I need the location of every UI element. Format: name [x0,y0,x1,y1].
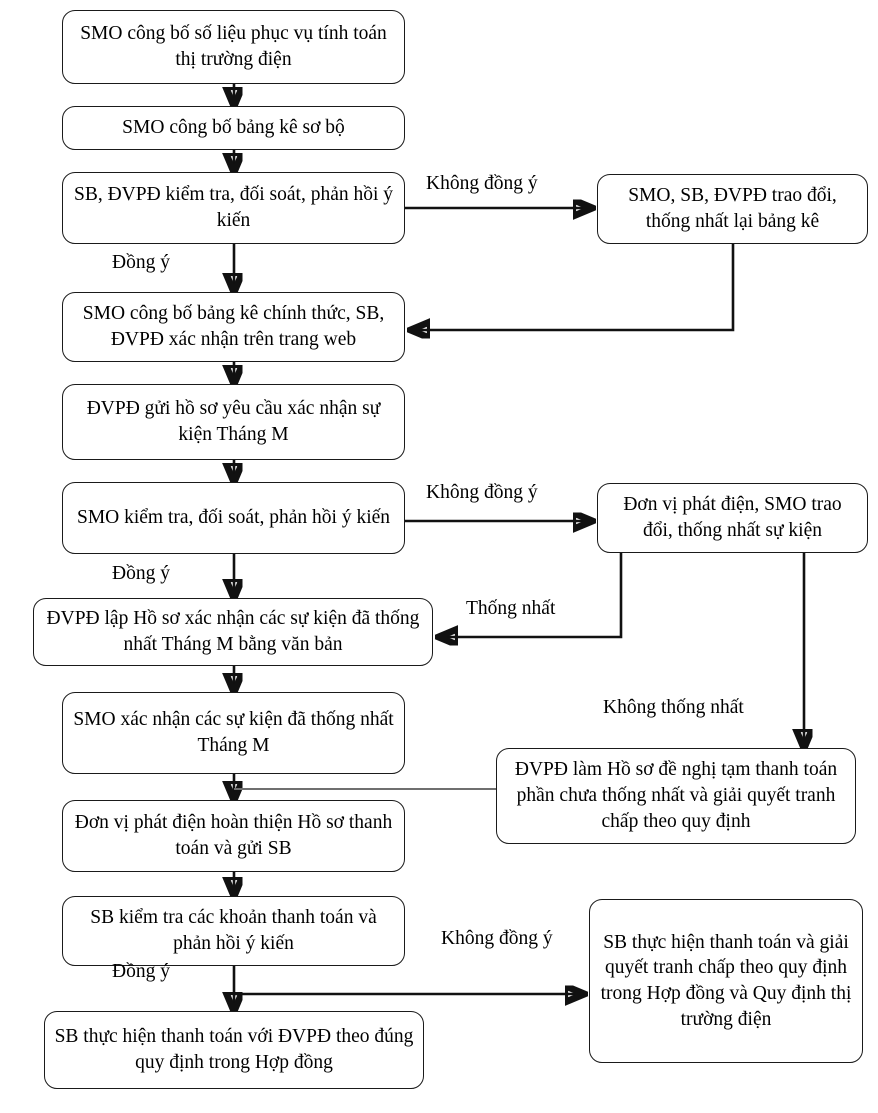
edge-label-khong-dong-y-1: Không đồng ý [426,172,538,195]
node-label: SB thực hiện thanh toán với ĐVPĐ theo đú… [54,1026,414,1073]
edge-label-text: Không đồng ý [441,928,553,949]
edge-label-text: Đồng ý [112,563,170,584]
arrow-n8-n9-thongnhat [439,553,623,637]
node-dvpd-lap-ho-so-xac-nhan[interactable]: ĐVPĐ lập Hồ sơ xác nhận các sự kiện đã t… [33,598,433,666]
edge-label-thong-nhat: Thống nhất [466,597,555,620]
node-label: SB, ĐVPĐ kiểm tra, đối soát, phản hồi ý … [73,184,394,231]
edge-label-khong-dong-y-2: Không đồng ý [426,481,538,504]
node-sb-thuc-hien-thanh-toan-tranh-chap[interactable]: SB thực hiện thanh toán và giải quyết tr… [589,899,863,1063]
node-label: SMO công bố bảng kê sơ bộ [122,117,345,139]
node-smo-xac-nhan-su-kien[interactable]: SMO xác nhận các sự kiện đã thống nhất T… [62,692,405,774]
node-label: SB kiểm tra các khoản thanh toán và phản… [90,907,377,954]
node-label: ĐVPĐ làm Hồ sơ đề nghị tạm thanh toán ph… [514,759,838,832]
node-sb-dvpd-kiem-tra[interactable]: SB, ĐVPĐ kiểm tra, đối soát, phản hồi ý … [62,172,405,244]
node-label: Đơn vị phát điện, SMO trao đổi, thống nh… [623,494,842,541]
node-don-vi-phat-dien-hoan-thien[interactable]: Đơn vị phát điện hoàn thiện Hồ sơ thanh … [62,800,405,872]
node-smo-kiem-tra-doi-soat[interactable]: SMO kiểm tra, đối soát, phản hồi ý kiến [62,482,405,554]
node-label: SMO, SB, ĐVPĐ trao đổi, thống nhất lại b… [628,185,837,232]
node-don-vi-phat-dien-smo-trao-doi[interactable]: Đơn vị phát điện, SMO trao đổi, thống nh… [597,483,868,553]
node-sb-kiem-tra-khoan-thanh-toan[interactable]: SB kiểm tra các khoản thanh toán và phản… [62,896,405,966]
node-smo-cong-bo-so-lieu[interactable]: SMO công bố số liệu phục vụ tính toán th… [62,10,405,84]
edge-label-text: Đồng ý [112,252,170,273]
node-smo-cong-bo-bang-ke-chinh-thuc[interactable]: SMO công bố bảng kê chính thức, SB, ĐVPĐ… [62,292,405,362]
node-sb-thuc-hien-thanh-toan-dvpd[interactable]: SB thực hiện thanh toán với ĐVPĐ theo đú… [44,1011,424,1089]
edge-label-text: Không đồng ý [426,173,538,194]
edge-label-text: Không đồng ý [426,482,538,503]
node-label: SMO kiểm tra, đối soát, phản hồi ý kiến [76,507,391,529]
node-label: ĐVPĐ gửi hồ sơ yêu cầu xác nhận sự kiện … [86,398,381,445]
node-label: Đơn vị phát điện hoàn thiện Hồ sơ thanh … [74,812,393,859]
node-label: SMO công bố bảng kê chính thức, SB, ĐVPĐ… [82,303,385,350]
node-label: SMO xác nhận các sự kiện đã thống nhất T… [73,709,394,756]
node-label: SB thực hiện thanh toán và giải quyết tr… [600,931,852,1030]
node-dvpd-gui-ho-so[interactable]: ĐVPĐ gửi hồ sơ yêu cầu xác nhận sự kiện … [62,384,405,460]
edge-label-text: Không thống nhất [603,697,744,718]
edge-label-khong-dong-y-3: Không đồng ý [441,927,553,950]
node-smo-cong-bo-bang-ke-so-bo[interactable]: SMO công bố bảng kê sơ bộ [62,106,405,150]
edge-label-text: Đồng ý [112,961,170,982]
arrow-n4-n5-feedback [411,244,735,330]
edge-label-dong-y-1: Đồng ý [112,251,170,274]
edge-label-dong-y-2: Đồng ý [112,562,170,585]
node-dvpd-lam-ho-so-tam-thanh-toan[interactable]: ĐVPĐ làm Hồ sơ đề nghị tạm thanh toán ph… [496,748,856,844]
node-smo-sb-dvpd-trao-doi[interactable]: SMO, SB, ĐVPĐ trao đổi, thống nhất lại b… [597,174,868,244]
node-label: ĐVPĐ lập Hồ sơ xác nhận các sự kiện đã t… [46,608,420,655]
edge-label-dong-y-3: Đồng ý [112,960,170,983]
edge-label-khong-thong-nhat: Không thống nhất [603,696,744,719]
edge-label-text: Thống nhất [466,598,556,619]
node-label: SMO công bố số liệu phục vụ tính toán th… [80,23,387,70]
